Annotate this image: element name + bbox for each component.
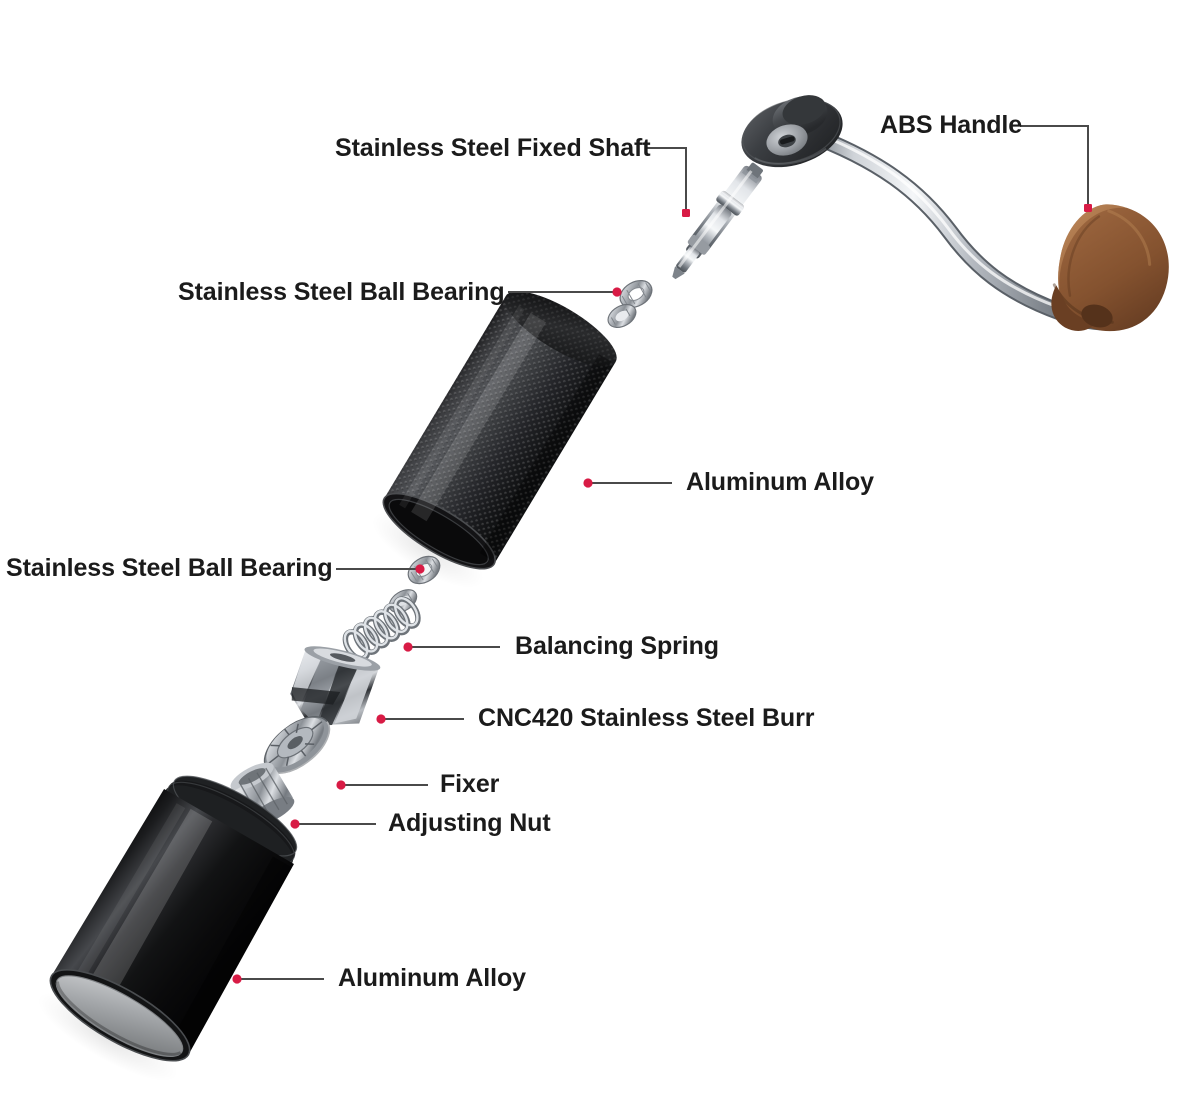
dot-fixer — [336, 780, 346, 790]
dot-aluminum-alloy-upper — [583, 478, 593, 488]
part-fixer-disc — [263, 716, 331, 774]
callout-leaders — [239, 125, 1089, 980]
callout-label-cnc420-stainless-steel-burr: CNC420 Stainless Steel Burr — [478, 704, 815, 732]
dot-adjusting-nut — [290, 819, 300, 829]
dot-balancing-spring — [403, 642, 413, 652]
leader-abs-handle — [1020, 125, 1089, 204]
callout-label-stainless-steel-fixed-shaft: Stainless Steel Fixed Shaft — [335, 134, 651, 162]
callout-label-abs-handle: ABS Handle — [880, 111, 1023, 139]
part-balancing-spring — [342, 596, 421, 662]
part-body-upper — [371, 291, 617, 588]
callout-label-stainless-steel-ball-bearing-top: Stainless Steel Ball Bearing — [178, 278, 505, 306]
part-crank-hub — [741, 95, 843, 168]
callout-label-stainless-steel-ball-bearing-lower: Stainless Steel Ball Bearing — [6, 554, 333, 582]
callout-label-balancing-spring: Balancing Spring — [515, 632, 719, 660]
dot-stainless-steel-fixed-shaft — [682, 209, 690, 217]
part-body-lower — [37, 775, 298, 1082]
dot-cnc420-burr — [376, 714, 386, 724]
callout-label-fixer: Fixer — [440, 770, 500, 798]
dot-aluminum-alloy-lower — [232, 974, 242, 984]
callout-label-adjusting-nut: Adjusting Nut — [388, 809, 551, 837]
part-ball-bearing-top — [607, 279, 653, 329]
callout-dots — [232, 204, 1092, 984]
dot-ball-bearing-lower — [415, 564, 425, 574]
part-fixed-shaft — [672, 162, 763, 280]
leader-stainless-steel-fixed-shaft — [645, 147, 687, 209]
part-handle-knob — [1051, 204, 1169, 332]
callout-label-aluminum-alloy-lower: Aluminum Alloy — [338, 964, 526, 992]
callout-label-aluminum-alloy-upper: Aluminum Alloy — [686, 468, 874, 496]
dot-ball-bearing-top — [612, 287, 622, 297]
dot-abs-handle — [1084, 204, 1092, 212]
part-handle-assembly — [741, 95, 1169, 332]
part-burr-cone — [290, 646, 381, 726]
